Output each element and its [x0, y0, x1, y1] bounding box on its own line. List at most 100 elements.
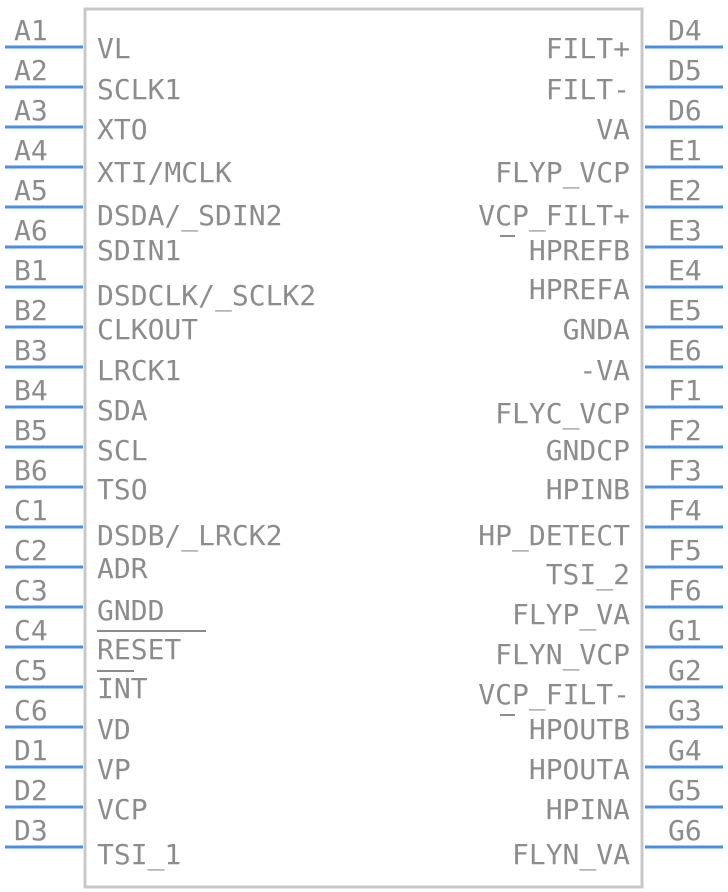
pin-number: A1: [14, 14, 48, 47]
pin-number: G4: [668, 734, 702, 767]
pin-name: FLYP_VA: [512, 598, 630, 632]
pin-name: SDA: [97, 394, 148, 427]
pin-name: HP_DETECT: [478, 519, 630, 553]
pin-number: F3: [668, 454, 702, 487]
pin-number: D6: [668, 94, 702, 127]
ic-body: [83, 7, 644, 889]
pin-name: DSDB/_LRCK2: [97, 519, 282, 553]
pin-name: FLYP_VCP: [495, 156, 630, 190]
pin-name: TSO: [97, 473, 148, 506]
pin-name: GNDA: [563, 313, 631, 346]
pin-number: G6: [668, 814, 702, 847]
pin-number: A6: [14, 214, 48, 247]
pin-number: D5: [668, 54, 702, 87]
pin-number: E2: [668, 174, 702, 207]
pin-name: FLYC_VCP: [495, 397, 630, 431]
pin-name: SDIN1: [97, 234, 181, 267]
pin-number: C1: [14, 494, 48, 527]
pin-number: B2: [14, 294, 48, 327]
pin-number: E6: [668, 334, 702, 367]
pin-number: D1: [14, 734, 48, 767]
pin-number: C3: [14, 574, 48, 607]
pin-name: VL: [97, 32, 131, 65]
pin-number: F2: [668, 414, 702, 447]
pin-name: HPINA: [546, 793, 630, 826]
pin-name: VCP: [97, 793, 148, 826]
pin-name: HPREFB: [529, 234, 630, 267]
pin-name: XTI/MCLK: [97, 156, 232, 189]
pin-number: C2: [14, 534, 48, 567]
pin-number: B5: [14, 414, 48, 447]
pin-name: VP: [97, 753, 131, 786]
left-pin-column: A1VLA2SCLK1A3XTOA4XTI/MCLKA5DSDA/_SDIN2A…: [5, 14, 316, 872]
pin-name: HPREFA: [529, 273, 630, 306]
pin-number: A5: [14, 174, 48, 207]
pin-number: A4: [14, 134, 48, 167]
pin-name: CLKOUT: [97, 313, 198, 346]
pin-name: VCP_FILT-: [478, 678, 630, 712]
pin-name: SCL: [97, 434, 148, 467]
pin-name: GNDCP: [546, 434, 630, 467]
pin-name: RESET: [97, 633, 181, 666]
pin-name: TSI_1: [97, 838, 181, 872]
overbar-group: [97, 235, 515, 716]
pin-number: E4: [668, 254, 702, 287]
pin-name: FLYN_VA: [512, 838, 630, 872]
pin-name: FILT+: [546, 32, 630, 65]
pin-number: A2: [14, 54, 48, 87]
pin-number: D2: [14, 774, 48, 807]
pin-number: G1: [668, 614, 702, 647]
pin-number: B4: [14, 374, 48, 407]
pin-name: SCLK1: [97, 73, 181, 106]
right-pin-column: D4FILT+D5FILT-D6VAE1FLYP_VCPE2VCP_FILT+E…: [478, 14, 723, 872]
pin-name: GNDD: [97, 594, 164, 627]
pin-number: B1: [14, 254, 48, 287]
pin-name: HPOUTB: [529, 713, 630, 746]
pin-number: G2: [668, 654, 702, 687]
pin-number: C6: [14, 694, 48, 727]
pin-number: E3: [668, 214, 702, 247]
pin-name: HPINB: [546, 473, 630, 506]
pin-number: E5: [668, 294, 702, 327]
pin-number: G5: [668, 774, 702, 807]
pin-name: FLYN_VCP: [495, 638, 630, 672]
pin-number: F1: [668, 374, 702, 407]
pin-name: XTO: [97, 113, 148, 146]
pin-name: VA: [596, 113, 630, 146]
pin-number: A3: [14, 94, 48, 127]
pin-number: B6: [14, 454, 48, 487]
pin-name: INT: [97, 672, 148, 705]
pin-name: -VA: [579, 354, 630, 387]
pin-name: HPOUTA: [529, 753, 630, 786]
pin-name: LRCK1: [97, 354, 181, 387]
pin-number: C5: [14, 654, 48, 687]
pin-name: FILT-: [546, 73, 630, 106]
